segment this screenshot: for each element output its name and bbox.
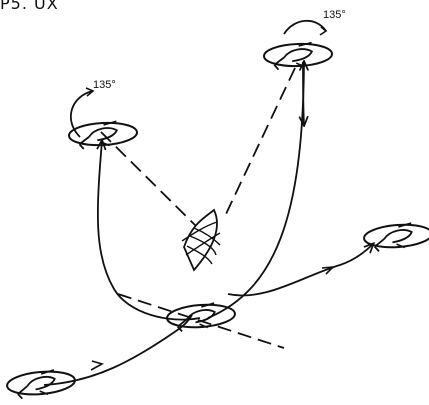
path-arrow-center-right — [321, 266, 336, 275]
helicopter-bottom-left — [5, 367, 78, 401]
flight-path-top-right-down — [303, 61, 304, 125]
flight-path-to-center — [43, 314, 193, 386]
helicopter-center — [165, 300, 237, 334]
dashed-guide-right — [225, 67, 296, 215]
flight-path-center-to-right — [227, 244, 373, 297]
flight-path-center-to-top-right — [207, 62, 304, 319]
flight-path-center-to-top-left — [98, 141, 201, 321]
turn-arrow-right-head — [319, 26, 328, 36]
figure-caption: P5. UX — [0, 0, 59, 13]
intersection-lens — [181, 208, 221, 272]
path-arrow-lower-left — [90, 360, 105, 371]
turn-arrow-left — [70, 90, 94, 138]
turn-arrow-left-head — [85, 87, 95, 97]
helicopter-top-right — [262, 40, 334, 72]
turn-angle-label-right: 135° — [323, 9, 346, 21]
dashed-guide-left — [100, 131, 197, 227]
turn-arrow-right — [283, 19, 327, 35]
turn-angle-label-left: 135° — [93, 79, 116, 91]
helicopter-right — [362, 220, 429, 254]
